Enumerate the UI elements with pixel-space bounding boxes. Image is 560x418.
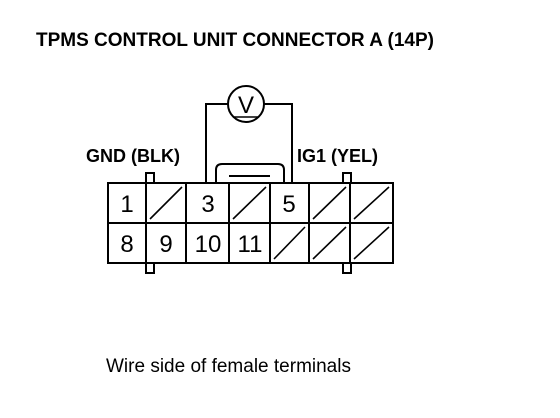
- empty-cavity-14: [353, 226, 390, 260]
- pin-5: 5: [282, 191, 295, 218]
- pin-9: 9: [159, 231, 172, 258]
- left-bottom-peg: [145, 262, 155, 274]
- gnd-label: GND (BLK): [86, 146, 180, 166]
- empty-cavity-7: [353, 186, 390, 220]
- diagram-title: TPMS CONTROL UNIT CONNECTOR A (14P): [36, 30, 434, 51]
- voltmeter-symbol: V: [238, 92, 254, 119]
- pin-1: 1: [120, 191, 133, 218]
- empty-cavity-4: [232, 186, 267, 220]
- probe-wires: [205, 103, 293, 184]
- empty-cavity-12: [273, 226, 306, 260]
- caption: Wire side of female terminals: [106, 356, 351, 377]
- pin-3: 3: [201, 191, 214, 218]
- voltmeter-icon: V: [227, 85, 265, 123]
- left-top-peg: [145, 172, 155, 184]
- right-top-peg: [342, 172, 352, 184]
- ig1-label: IG1 (YEL): [297, 146, 378, 166]
- connector-body: [107, 163, 394, 274]
- empty-cavity-2: [149, 186, 183, 220]
- pin-8: 8: [120, 231, 133, 258]
- pin-10: 10: [195, 231, 222, 258]
- empty-cavity-6: [312, 186, 347, 220]
- pin-11: 11: [238, 231, 263, 258]
- right-bottom-peg: [342, 262, 352, 274]
- empty-cavity-13: [312, 226, 347, 260]
